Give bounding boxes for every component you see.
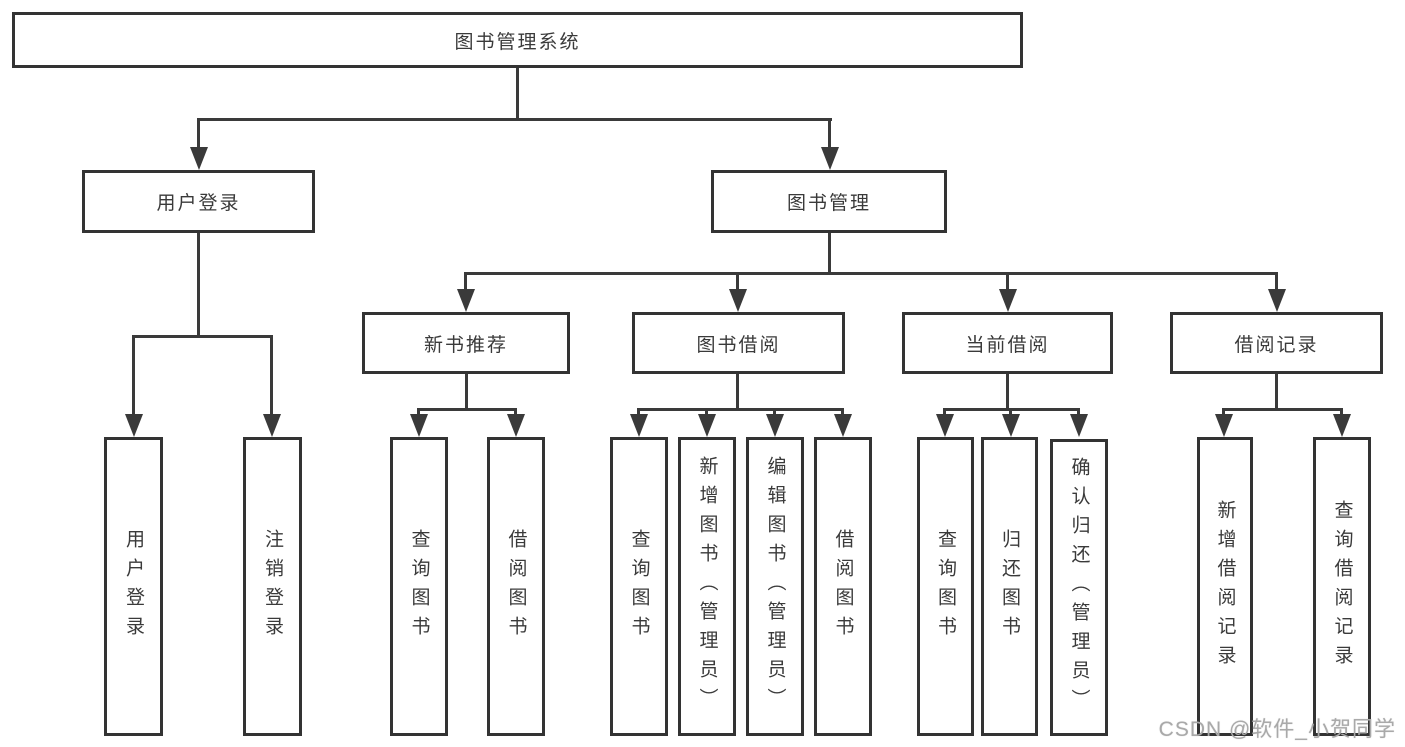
node-library-management-system: 图书管理系统 [12, 12, 1023, 68]
node-label: 图书管理系统 [454, 31, 581, 53]
connector-line [132, 335, 273, 338]
connector-arrow [514, 408, 517, 414]
node-label: 新增借阅记录 [1214, 499, 1236, 674]
connector-line [465, 374, 468, 408]
node-label: 借阅记录 [1234, 334, 1319, 356]
csdn-watermark: CSDN @软件_小贺同学 [1158, 718, 1396, 741]
connector-arrow [1009, 408, 1012, 414]
connector-line [417, 408, 517, 411]
node-label: 查询图书 [935, 528, 956, 645]
node-new-book-recommendation: 新书推荐 [362, 312, 570, 374]
node-label: 查询图书 [628, 528, 650, 645]
connector-line [1222, 408, 1343, 411]
node-label: 查询图书 [408, 528, 430, 645]
connector-arrow [1275, 272, 1278, 289]
connector-arrow [417, 408, 420, 414]
leaf-user-login: 用户登录 [104, 437, 163, 736]
leaf-return-books: 归还图书 [981, 437, 1038, 736]
leaf-edit-books-admin: 编辑图书（管理员） [746, 437, 804, 736]
connector-arrow [736, 272, 739, 289]
leaf-query-books-recommend: 查询图书 [390, 437, 448, 736]
node-book-borrowing: 图书借阅 [632, 312, 845, 374]
node-current-borrowing: 当前借阅 [902, 312, 1113, 374]
node-label: 确认归还（管理员） [1068, 457, 1090, 718]
connector-line [197, 233, 200, 335]
node-label: 新书推荐 [423, 334, 508, 356]
node-borrowing-records: 借阅记录 [1170, 312, 1383, 374]
connector-arrow [1006, 272, 1009, 289]
node-label: 当前借阅 [965, 334, 1050, 356]
leaf-borrow-books: 借阅图书 [814, 437, 872, 736]
connector-arrow [943, 408, 946, 414]
connector-arrow [1222, 408, 1225, 414]
node-label: 新增图书（管理员） [696, 456, 718, 717]
connector-line [516, 68, 519, 118]
connector-arrow [1340, 408, 1343, 414]
connector-arrow [132, 335, 135, 414]
connector-line [828, 233, 831, 272]
connector-line [465, 272, 1278, 275]
node-label: 图书管理 [786, 193, 871, 214]
node-label: 用户登录 [123, 528, 144, 645]
node-book-management: 图书管理 [711, 170, 947, 233]
leaf-logout: 注销登录 [243, 437, 302, 736]
leaf-confirm-return-admin: 确认归还（管理员） [1050, 439, 1108, 736]
connector-arrow [773, 408, 776, 414]
connector-arrow [828, 118, 831, 147]
leaf-add-books-admin: 新增图书（管理员） [678, 437, 736, 736]
node-label: 借阅图书 [505, 528, 527, 645]
connector-line [1275, 374, 1278, 408]
node-label: 图书借阅 [696, 334, 781, 356]
node-label: 借阅图书 [832, 528, 854, 645]
leaf-query-books-current: 查询图书 [917, 437, 974, 736]
connector-arrow [1077, 408, 1080, 414]
node-label: 归还图书 [999, 528, 1020, 645]
connector-arrow [841, 408, 844, 414]
node-label: 编辑图书（管理员） [764, 456, 786, 717]
connector-arrow [464, 272, 467, 289]
connector-arrow [637, 408, 640, 414]
node-label: 查询借阅记录 [1331, 499, 1353, 674]
leaf-query-borrow-record: 查询借阅记录 [1313, 437, 1371, 736]
node-user-login: 用户登录 [82, 170, 315, 233]
node-label: 用户登录 [156, 193, 241, 214]
leaf-query-books-borrowing: 查询图书 [610, 437, 668, 736]
connector-line [736, 374, 739, 408]
connector-arrow [270, 335, 273, 414]
leaf-add-borrow-record: 新增借阅记录 [1197, 437, 1253, 736]
connector-line [637, 408, 844, 411]
connector-line [1006, 374, 1009, 408]
connector-arrow [197, 118, 200, 147]
leaf-borrow-books-recommend: 借阅图书 [487, 437, 545, 736]
node-label: 注销登录 [262, 528, 283, 645]
connector-arrow [705, 408, 708, 414]
connector-line [198, 118, 832, 121]
